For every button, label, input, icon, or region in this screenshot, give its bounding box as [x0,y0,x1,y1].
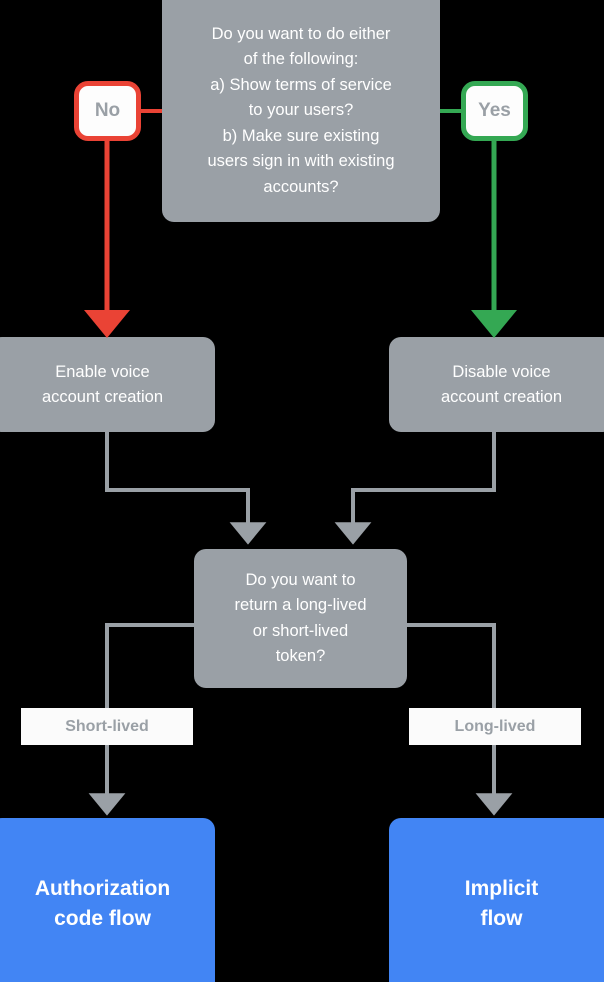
terminal-node-authorization-code-flow[interactable]: Authorization code flow [0,818,215,982]
process-node-disable-voice-account-creation[interactable]: Disable voice account creation [389,337,604,432]
branch-pill-no[interactable]: No [74,81,141,141]
branch-pill-no-label: No [94,100,121,121]
edge-label-short-lived-text: Short-lived [65,717,149,735]
decision-node-token-lifetime[interactable]: Do you want to return a long-lived or sh… [194,549,407,688]
process-node-enable-voice-account-creation[interactable]: Enable voice account creation [0,337,215,432]
edge-disable-to-decision2 [334,432,496,545]
process-node-disable-voice-account-creation-label: Disable voice account creation [440,362,563,406]
edge-label-long-lived: Long-lived [409,708,581,745]
terminal-node-implicit-flow[interactable]: Implicit flow [389,818,604,982]
process-node-enable-voice-account-creation-label: Enable voice account creation [41,362,164,406]
branch-pill-yes[interactable]: Yes [461,81,528,141]
edge-label-long-lived-text: Long-lived [454,717,536,735]
decision-node-terms-and-existing-accounts-label: Do you want to do either of the followin… [207,24,395,196]
terminal-node-authorization-code-flow-label: Authorization code flow [34,877,171,930]
decision-node-token-lifetime-label: Do you want to return a long-lived or sh… [234,570,367,666]
decision-node-terms-and-existing-accounts[interactable]: Do you want to do either of the followin… [162,0,440,222]
branch-pill-yes-label: Yes [478,100,511,121]
terminal-node-implicit-flow-label: Implicit flow [464,877,539,930]
edge-enable-to-decision2 [105,432,267,545]
edge-label-short-lived: Short-lived [21,708,193,745]
